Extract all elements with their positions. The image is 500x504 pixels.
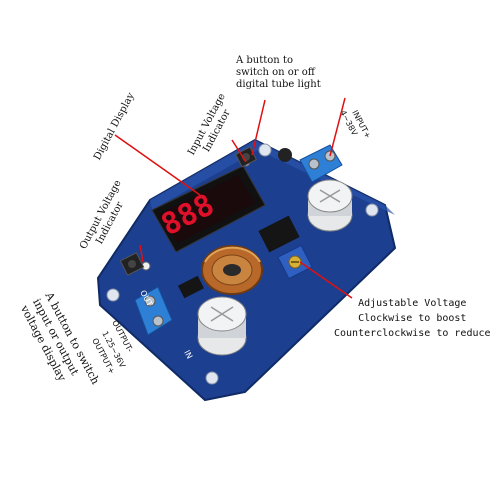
label-button-top: A button to switch on or off digital tub…: [236, 55, 321, 91]
leader-digital-display: [114, 134, 201, 196]
label-button-top-line2: switch on or off: [236, 67, 315, 78]
leader-button-top: [251, 99, 266, 156]
leader-input-indicator: [231, 139, 247, 163]
label-button-top-line1: A button to: [236, 55, 293, 66]
input-terminal: [278, 144, 343, 183]
label-adjust-line2: Clockwise to boost: [358, 313, 467, 324]
label-adjust: Adjustable Voltage Clockwise to boost Co…: [334, 296, 491, 341]
output-terminal: [134, 286, 173, 336]
potentiometer[interactable]: [277, 244, 313, 280]
input-capacitor: [307, 179, 353, 232]
leader-input-terminal: [329, 97, 346, 157]
label-button-top-line3: digital tube light: [236, 79, 321, 90]
leader-adjust: [299, 261, 353, 299]
regulator-chip: [258, 215, 300, 253]
inductor-coil: [201, 245, 263, 295]
label-adjust-line3: Counterclockwise to reduce: [334, 328, 491, 339]
output-capacitor: [197, 296, 247, 356]
silk-in-tag: IN: [182, 349, 194, 361]
leader-output-indicator: [139, 244, 144, 263]
diode: [178, 275, 204, 299]
display-light-button[interactable]: [235, 146, 257, 168]
label-adjust-line1: Adjustable Voltage: [358, 298, 467, 309]
voltage-select-button[interactable]: [119, 252, 145, 276]
